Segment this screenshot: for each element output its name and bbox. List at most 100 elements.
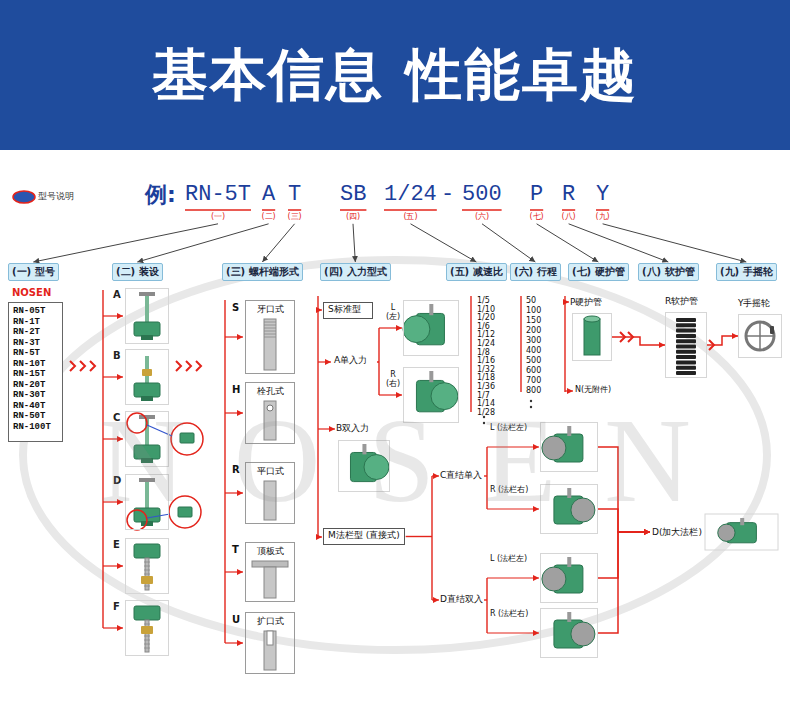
thread [264, 328, 276, 329]
text-holder: (六) 行程 [514, 266, 557, 278]
top-plate [139, 292, 155, 296]
label-anchor: Y [596, 183, 609, 207]
option-letter: B [113, 350, 121, 362]
stroke-value: 300 [526, 337, 541, 346]
bellows-ring [676, 318, 696, 322]
bracket-arrow [318, 536, 322, 537]
label-anchor: 150 [526, 317, 541, 326]
underline [185, 209, 251, 211]
text-holder: L (左) [384, 303, 402, 321]
bracket-arrow [225, 571, 243, 572]
hard-tube-box: P硬护管 [572, 313, 612, 361]
title-band: 基本信息 性能卓越 [0, 0, 790, 150]
bracket-arrow [487, 577, 539, 578]
leader-line [537, 224, 599, 262]
soft-tube-box: R软护管 [665, 312, 707, 378]
section-header: (一) 型号 [8, 263, 59, 281]
text-holder: RN-20T [13, 380, 58, 391]
node-text: RN-30T [13, 390, 58, 401]
text-holder: B [113, 350, 121, 362]
handwheel-handle [770, 326, 774, 334]
label-anchor: R [562, 183, 575, 207]
bracket-line [406, 536, 432, 537]
mount-figure-box: E [125, 538, 169, 594]
text-holder: RN-5T [13, 348, 58, 359]
option-label: Y手摇轮 [738, 298, 771, 308]
bracket-arrow [103, 315, 123, 316]
thread [144, 574, 150, 575]
bracket-arrow [103, 565, 123, 566]
node-text: M法栏型 (直接式) [328, 530, 400, 540]
text-holder: 顶板式 [246, 546, 294, 556]
leader-line [137, 224, 268, 262]
node-text: RN-20T [13, 380, 58, 391]
type-box: S标准型 [323, 302, 373, 319]
section-header: (九) 手摇轮 [716, 263, 777, 281]
option-letter: H [232, 384, 240, 396]
bellows-ring [676, 371, 696, 375]
top-plate [252, 561, 288, 567]
stroke-value: 400 [526, 347, 541, 356]
label-anchor: 200 [526, 327, 541, 336]
thread [144, 566, 150, 567]
screw-rod [145, 558, 149, 590]
text-holder: D(加大法栏) [652, 527, 702, 537]
bellows-ring [676, 355, 696, 359]
example-code-part: RN-5T [185, 183, 251, 207]
ratio-value: 1/12 [477, 331, 495, 340]
flow-connector [598, 532, 650, 633]
ratio-value: 1/18 [477, 374, 495, 383]
thread [264, 325, 276, 326]
node-text: (一) 型号 [12, 266, 55, 278]
callout-number: (五) [403, 213, 417, 222]
section-header: (八) 软护管 [638, 263, 699, 281]
callout-number: (三) [287, 213, 301, 222]
gearbox [134, 322, 160, 336]
label-anchor: 1/6 [477, 323, 490, 332]
option-label: R软护管 [665, 296, 698, 306]
type-box: M法栏型 (直接式) [323, 528, 405, 545]
node-text: RN-10T [13, 359, 58, 370]
label-anchor: (一) [211, 213, 225, 222]
leader-line [411, 224, 477, 262]
label-anchor: 500 [462, 183, 502, 207]
stroke-value: 200 [526, 327, 541, 336]
underline [462, 209, 502, 211]
label-anchor: 300 [526, 337, 541, 346]
bellows-ring [676, 360, 696, 364]
thread [264, 334, 276, 335]
bracket-arrow [103, 627, 123, 628]
text-holder: Y手摇轮 [738, 298, 771, 308]
stroke-value: 50 [526, 297, 536, 306]
nut [141, 626, 153, 634]
mount-figure-box: F [125, 600, 169, 656]
title-text: 基本信息 性能卓越 [152, 43, 638, 107]
underline [596, 209, 609, 211]
option-letter: U [232, 614, 240, 626]
node-text: S标准型 [328, 304, 368, 314]
label-anchor: (八) [561, 213, 575, 222]
label-anchor: 1/24 [477, 340, 495, 349]
thread [144, 648, 150, 649]
screw-end-box: T顶板式 [245, 542, 295, 602]
bellows-ring [676, 329, 696, 333]
label-anchor: (六) [475, 213, 489, 222]
stroke-value: 100 [526, 307, 541, 316]
shaft [429, 371, 433, 382]
label-anchor: 100 [526, 307, 541, 316]
bracket-arrow [318, 361, 331, 362]
label-anchor: 50 [526, 297, 536, 306]
input-type-label: A单入力 [334, 356, 367, 366]
leader-line [603, 224, 747, 262]
text-holder: (四) 入力型式 [324, 266, 387, 278]
bellows-ring [676, 323, 696, 327]
bracket-arrow [225, 642, 243, 643]
thread [144, 586, 150, 587]
bracket-line [520, 296, 521, 392]
text-holder: (五) 减速比 [450, 266, 503, 278]
label-anchor: 1/5 [477, 297, 490, 306]
text-holder: RN-05T [13, 306, 58, 317]
leader-line [569, 224, 669, 262]
nut [141, 576, 153, 584]
ratio-value: 1/24 [477, 340, 495, 349]
